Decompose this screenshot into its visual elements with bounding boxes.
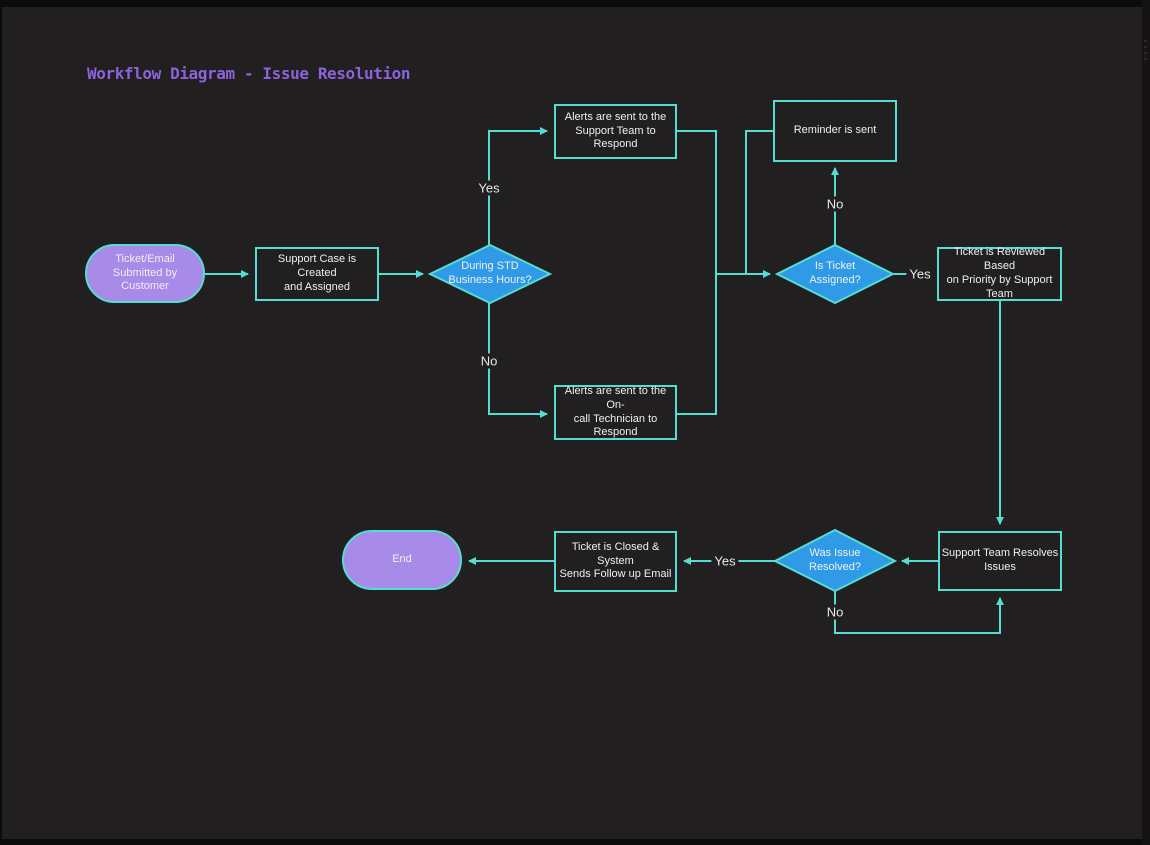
node-start[interactable]: Ticket/Email Submitted by Customer <box>85 244 205 303</box>
edge-label-is-assigned-yes: Yes <box>906 266 934 282</box>
node-start-label: Ticket/Email Submitted by Customer <box>112 252 178 293</box>
diagram-title: Workflow Diagram - Issue Resolution <box>87 64 411 83</box>
node-reminder-label: Reminder is sent <box>793 124 877 137</box>
node-create-case-label: Support Case is Created and Assigned <box>277 253 357 293</box>
node-during-hours-label: During STD Business Hours? <box>448 260 532 286</box>
edge-alerts-merge <box>677 130 717 415</box>
node-create-case[interactable]: Support Case is Created and Assigned <box>255 247 379 301</box>
edge-wasresolved-resolves-loop <box>834 591 1004 634</box>
node-was-resolved-label: Was Issue Resolved? <box>809 546 861 573</box>
node-end-label: End <box>392 553 412 566</box>
node-is-assigned[interactable]: Is Ticket Assigned? <box>777 245 893 303</box>
edge-label-during-hours-no: No <box>477 353 501 369</box>
node-reviewed-label: Ticket is Reviewed Based on Priority by … <box>946 246 1053 300</box>
scrollbar-marks <box>1144 40 1147 64</box>
screen-edge-right <box>1142 0 1150 845</box>
node-reviewed[interactable]: Ticket is Reviewed Based on Priority by … <box>937 246 1062 301</box>
decision-shape-is-assigned[interactable] <box>774 243 896 305</box>
node-was-resolved[interactable]: Was Issue Resolved? <box>775 530 895 591</box>
edge-duringhours-alertssupport <box>488 127 548 245</box>
node-during-hours[interactable]: During STD Business Hours? <box>430 245 550 303</box>
edge-label-during-hours-yes: Yes <box>475 180 503 196</box>
edge-label-was-resolved-yes: Yes <box>711 553 739 569</box>
node-alerts-support-label: Alerts are sent to the Support Team to R… <box>564 110 667 151</box>
node-resolves[interactable]: Support Team Resolves Issues <box>938 531 1062 591</box>
node-resolves-label: Support Team Resolves Issues <box>941 547 1059 573</box>
node-closed[interactable]: Ticket is Closed & System Sends Follow u… <box>554 531 677 592</box>
node-reminder[interactable]: Reminder is sent <box>773 100 897 162</box>
node-is-assigned-label: Is Ticket Assigned? <box>809 260 861 286</box>
node-closed-label: Ticket is Closed & System Sends Follow u… <box>559 540 672 581</box>
edge-duringhours-alertsoncall <box>488 303 548 418</box>
decision-shape-was-resolved[interactable] <box>772 528 898 593</box>
node-alerts-oncall-label: Alerts are sent to the On- call Technici… <box>564 384 667 439</box>
node-alerts-oncall[interactable]: Alerts are sent to the On- call Technici… <box>554 385 677 440</box>
node-end[interactable]: End <box>342 530 462 590</box>
decision-shape-during-hours[interactable] <box>427 243 553 305</box>
edge-reminder-merge <box>745 130 773 273</box>
node-alerts-support[interactable]: Alerts are sent to the Support Team to R… <box>554 104 677 159</box>
edge-label-is-assigned-no: No <box>823 196 847 212</box>
edge-label-was-resolved-no: No <box>823 604 847 620</box>
